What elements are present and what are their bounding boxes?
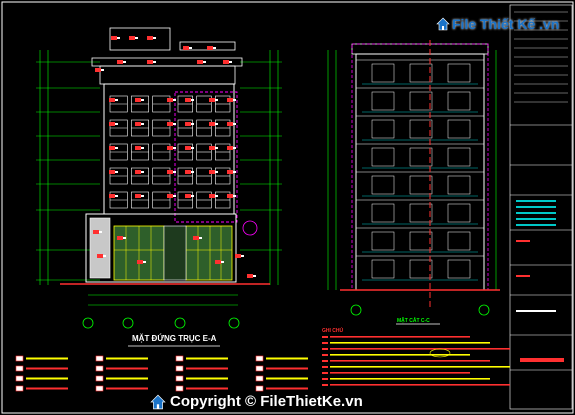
watermark-top: File Thiết Kế .vn [436,16,559,32]
watermark-bottom: Copyright © FileThietKe.vn [150,393,363,410]
elevation-title: MẶT ĐỨNG TRỤC E-A [132,334,217,343]
elevation-drawing [36,27,282,347]
title-block [509,4,573,410]
house-icon [436,17,450,31]
watermark-copyright-text: Copyright © FileThietKe.vn [170,393,363,410]
section-drawing [327,40,500,325]
watermark-brand-text: File Thiết Kế .vn [452,16,560,32]
notes-block [322,336,510,386]
title-block-stamp [520,358,564,362]
legend-block [15,355,308,392]
notes-header: GHI CHÚ [322,328,344,334]
house-icon [150,394,166,410]
section-title: MẶT CẮT C-C [397,318,430,324]
